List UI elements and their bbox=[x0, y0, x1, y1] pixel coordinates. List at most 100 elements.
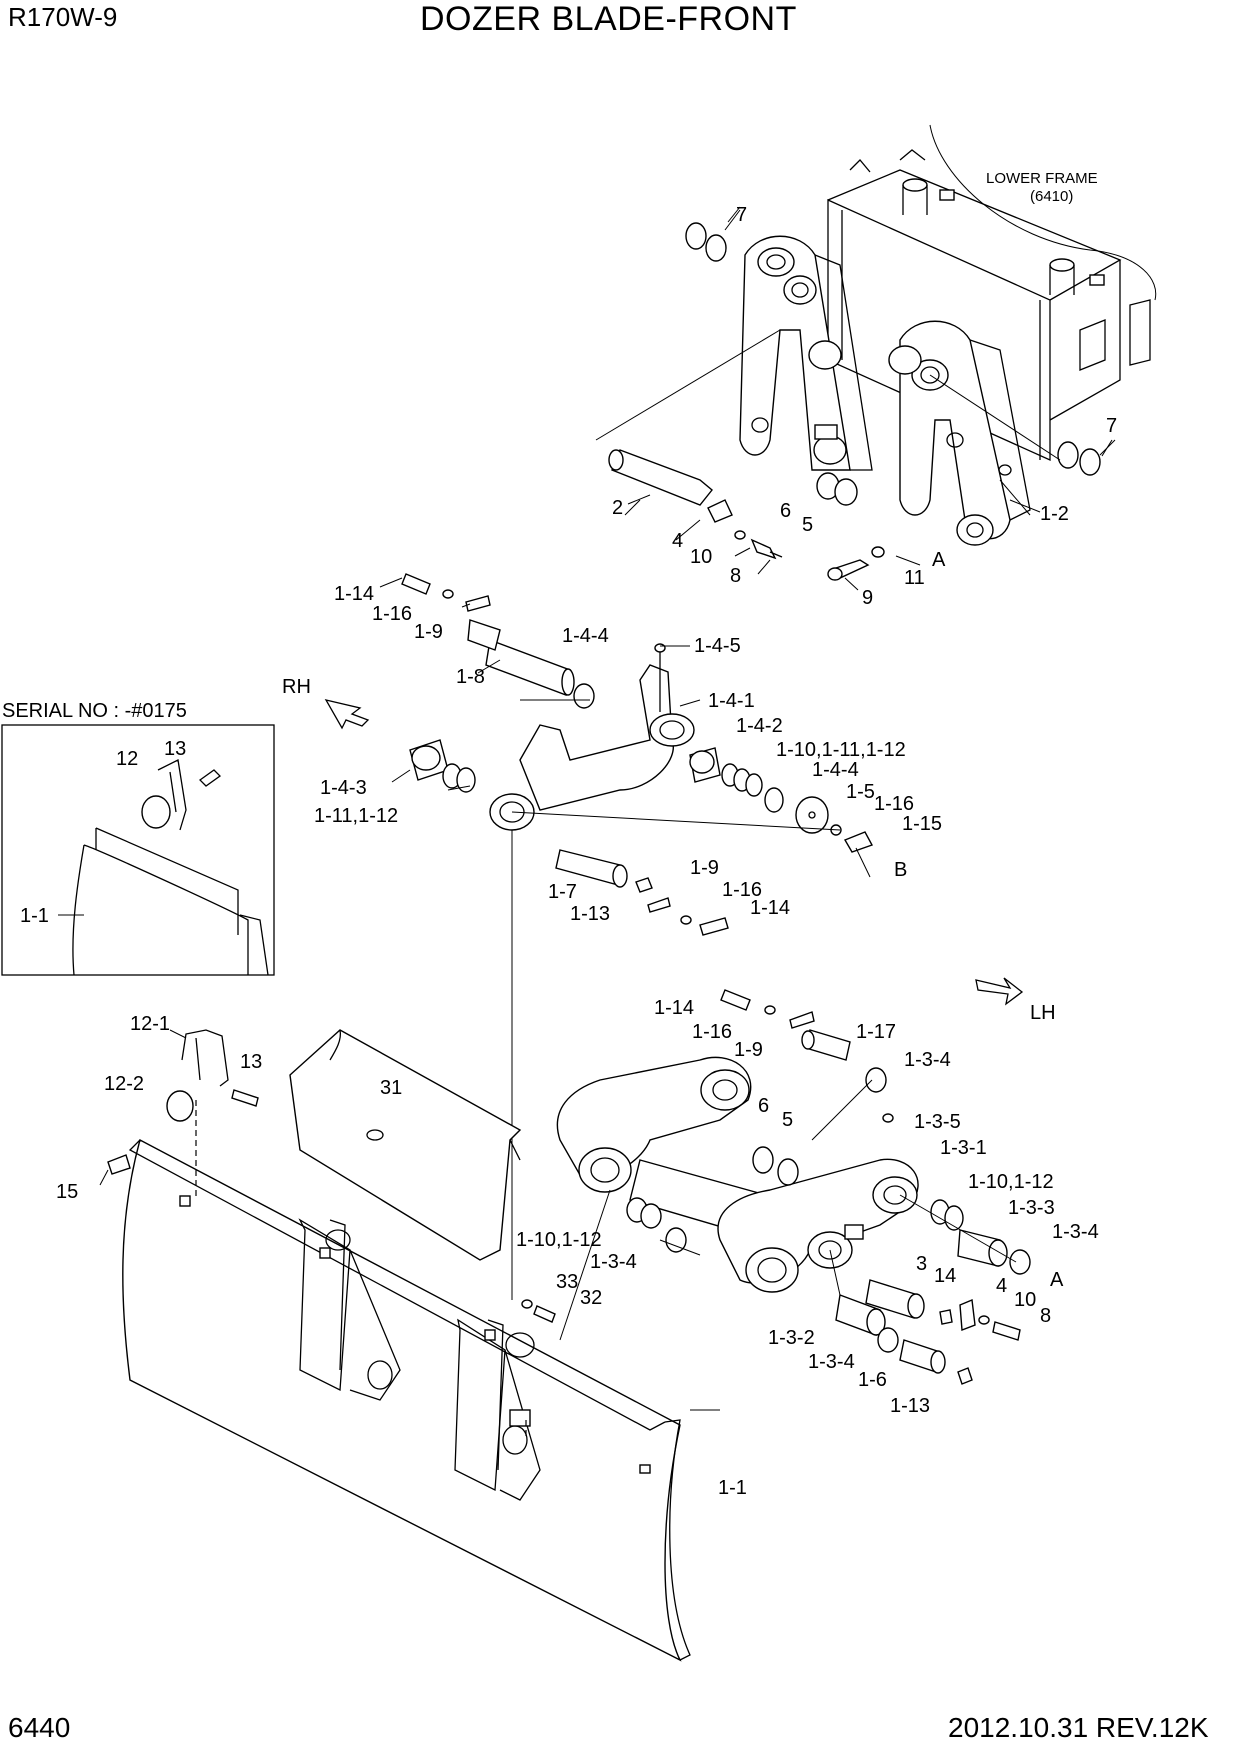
fitting-1-13-lower bbox=[957, 1367, 973, 1385]
callout: 6 bbox=[758, 1095, 769, 1117]
bushing-1-4-2 bbox=[689, 747, 721, 783]
bracket-right bbox=[888, 320, 1031, 546]
rings-1-10-1-12-right bbox=[930, 1199, 964, 1231]
callout: 31 bbox=[380, 1077, 402, 1099]
callout: 1-3-4 bbox=[904, 1049, 951, 1071]
callout: 1-3-4 bbox=[1052, 1221, 1099, 1243]
leader-lines-upper bbox=[595, 209, 1116, 516]
washer-1-16-lower bbox=[764, 1005, 776, 1015]
callout: 1-4-2 bbox=[736, 715, 783, 737]
callout: 6 bbox=[780, 500, 791, 522]
bolts-32-33 bbox=[521, 1299, 556, 1323]
leader-ticks bbox=[58, 206, 1113, 1411]
callout: 1-3-5 bbox=[914, 1111, 961, 1133]
washer-10-lower bbox=[978, 1315, 990, 1325]
callout: 1-17 bbox=[856, 1021, 896, 1043]
callout: 1-11,1-12 bbox=[314, 805, 398, 827]
callout: 1-1 bbox=[718, 1477, 747, 1499]
rings-1-11-1-12 bbox=[442, 763, 476, 793]
rings-1-10-1-11-1-12 bbox=[721, 763, 763, 797]
serial-number-label: SERIAL NO : -#0175 bbox=[2, 700, 187, 722]
grease-1-3-5 bbox=[882, 1113, 894, 1123]
callout: 1-2 bbox=[1040, 503, 1069, 525]
model-number: R170W-9 bbox=[8, 2, 118, 32]
callout: 14 bbox=[934, 1265, 956, 1287]
callout: 1-3-1 bbox=[940, 1137, 987, 1159]
callout: 1-14 bbox=[334, 583, 374, 605]
callout: 8 bbox=[730, 565, 741, 587]
link-1-3-1 bbox=[556, 1056, 919, 1293]
pin-1-8 bbox=[467, 619, 575, 696]
callout: 1-9 bbox=[734, 1039, 763, 1061]
plate-1-5 bbox=[795, 796, 829, 834]
callout: 1-13 bbox=[570, 903, 610, 925]
callout: 1-4-3 bbox=[320, 777, 367, 799]
callout: 1-14 bbox=[750, 897, 790, 919]
callout: 1-16 bbox=[372, 603, 412, 625]
callout: 15 bbox=[56, 1181, 78, 1203]
rings-1-10-1-12-left bbox=[626, 1197, 662, 1229]
washer-1-16-top bbox=[442, 589, 454, 599]
callout: 1-3-4 bbox=[590, 1251, 637, 1273]
callout: 4 bbox=[996, 1275, 1007, 1297]
washer-11 bbox=[871, 546, 885, 558]
callout: 5 bbox=[802, 514, 813, 536]
plate-1-9-top bbox=[465, 595, 491, 612]
callout: 1-4-4 bbox=[562, 625, 609, 647]
ring-7-right bbox=[1057, 441, 1101, 476]
pin-1-6 bbox=[899, 1339, 946, 1374]
bolt-15 bbox=[107, 1154, 131, 1175]
bolt-8-lower bbox=[992, 1321, 1021, 1341]
plate-1-9-lower bbox=[789, 1011, 815, 1029]
ring-1-4-4-right bbox=[764, 787, 784, 813]
callout: 1-1 bbox=[20, 905, 49, 927]
ring-6-5-upper bbox=[816, 472, 858, 506]
callout: 1-16 bbox=[692, 1021, 732, 1043]
callout: A bbox=[932, 549, 946, 571]
bolt-13 bbox=[231, 1089, 259, 1107]
bolt-1-15 bbox=[843, 831, 874, 853]
callout-labels: 7 7 2 6 5 1-2 4 10 8 11 A 9 1-14 1-16 1-… bbox=[20, 204, 1117, 1499]
page-title: DOZER BLADE-FRONT bbox=[420, 0, 797, 38]
callout: 8 bbox=[1040, 1305, 1051, 1327]
callout: 1-14 bbox=[654, 997, 694, 1019]
callout: 12 bbox=[116, 748, 138, 770]
callout: 1-9 bbox=[690, 857, 719, 879]
leader-lines-middle bbox=[447, 699, 841, 1300]
callout: 1-4-1 bbox=[708, 690, 755, 712]
callout: 13 bbox=[240, 1051, 262, 1073]
callout: 1-10,1-12 bbox=[516, 1229, 602, 1251]
ring-1-3-4-lower bbox=[877, 1327, 899, 1353]
callout: A bbox=[1050, 1269, 1064, 1291]
callout: 10 bbox=[1014, 1289, 1036, 1311]
callout: 10 bbox=[690, 546, 712, 568]
bushing-1-3-3 bbox=[957, 1229, 1008, 1267]
pin-3 bbox=[865, 1279, 925, 1319]
callout: 32 bbox=[580, 1287, 602, 1309]
cover-31 bbox=[289, 1029, 522, 1261]
ring-7-left bbox=[685, 222, 727, 262]
callout: 1-3-3 bbox=[1008, 1197, 1055, 1219]
revision-date: 2012.10.31 REV.12K bbox=[948, 1712, 1209, 1743]
callout: 1-6 bbox=[858, 1369, 887, 1391]
ring-1-3-4-top bbox=[865, 1067, 887, 1093]
callout: 1-9 bbox=[414, 621, 443, 643]
callout: 7 bbox=[1106, 415, 1117, 437]
leader-lines-lower bbox=[559, 1079, 1017, 1341]
callout: 1-4-5 bbox=[694, 635, 741, 657]
serial-inset-box bbox=[1, 724, 275, 976]
callout: 1-8 bbox=[456, 666, 485, 688]
fitting-14 bbox=[939, 1309, 953, 1325]
page-number: 6440 bbox=[8, 1712, 71, 1743]
bolt-1-14-top bbox=[401, 573, 431, 595]
callout: 1-16 bbox=[874, 793, 914, 815]
callout: 12-2 bbox=[104, 1073, 144, 1095]
callout: B bbox=[894, 859, 907, 881]
bushing-1-4-3 bbox=[409, 739, 449, 781]
pin-1-7 bbox=[555, 849, 628, 888]
callout: 7 bbox=[736, 204, 747, 226]
plate-4-lower bbox=[959, 1298, 976, 1331]
callout: 2 bbox=[612, 497, 623, 519]
bolt-1-14-lower bbox=[720, 989, 751, 1011]
bracket-left bbox=[739, 235, 873, 471]
